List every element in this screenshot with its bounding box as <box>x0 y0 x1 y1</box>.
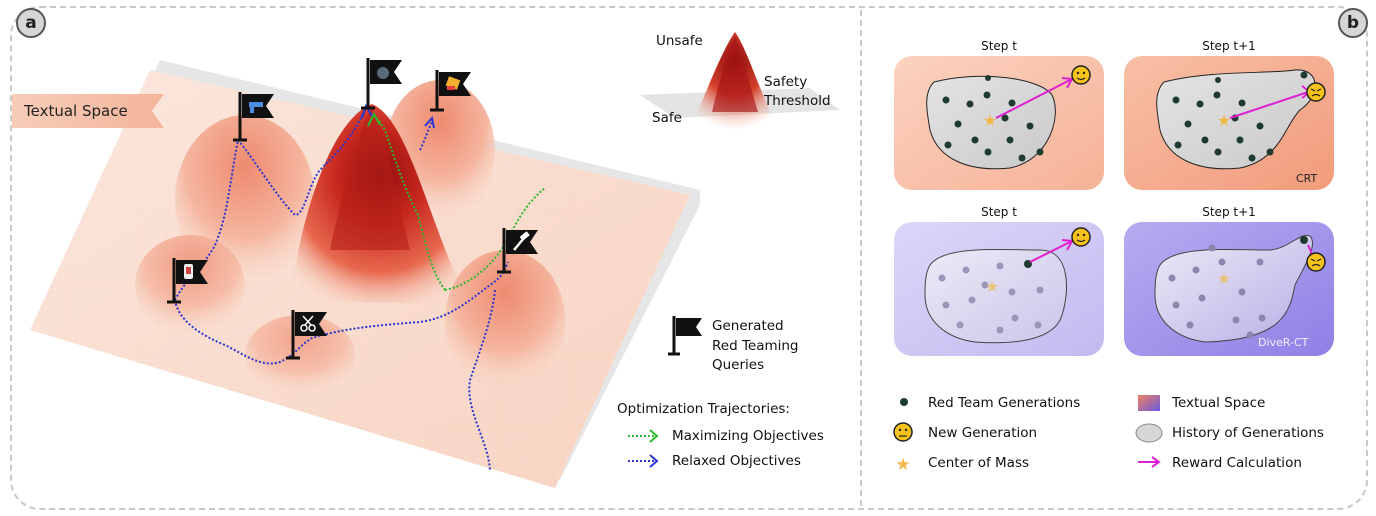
outer-frame <box>10 6 1368 510</box>
panel-a-badge: a <box>16 8 46 38</box>
card4-title: Step t+1 <box>1202 205 1256 219</box>
panel-b-badge: b <box>1338 8 1368 38</box>
flag-legend-line3: Queries <box>712 357 765 373</box>
panel-divider <box>860 10 862 506</box>
textual-space-tag-label: Textual Space <box>24 102 128 120</box>
legend-history-label: History of Generations <box>1172 425 1324 441</box>
legend-relaxed-arrow <box>628 454 659 468</box>
trajectory-legend-title: Optimization Trajectories: <box>617 401 790 417</box>
card3-title: Step t <box>981 205 1017 219</box>
flag-gun <box>233 92 274 142</box>
card2-tag: CRT <box>1296 172 1318 185</box>
legend-flag-icon <box>668 316 702 356</box>
legend-reward-label: Reward Calculation <box>1172 455 1302 471</box>
gun-icon <box>249 102 263 107</box>
inset-threshold-label-2: Threshold <box>764 93 831 109</box>
inset-threshold-label-1: Safety <box>764 74 808 90</box>
flag-bomb <box>361 58 402 110</box>
legend-red-team-label: Red Team Generations <box>928 395 1081 411</box>
flag-legend-line1: Generated <box>712 318 784 334</box>
scissors-icon <box>300 324 308 332</box>
legend-relaxed-label: Relaxed Objectives <box>672 453 801 469</box>
flag-scissors <box>286 310 327 360</box>
flag-lighter <box>430 70 471 112</box>
inset-unsafe-label: Unsafe <box>656 33 703 49</box>
bomb-icon <box>377 67 389 79</box>
flag-phone <box>167 258 208 304</box>
textual-space-terrain <box>30 32 840 488</box>
card2-title: Step t+1 <box>1202 39 1256 53</box>
card4-tag: DiveR-CT <box>1258 336 1309 349</box>
flag-hammer <box>497 228 538 274</box>
legend-maximizing-arrow <box>628 429 659 443</box>
textual-space-tag: Textual Space <box>12 94 164 128</box>
flag-legend-line2: Red Teaming <box>712 338 799 354</box>
card1-title: Step t <box>981 39 1017 53</box>
legend-textual-space-label: Textual Space <box>1172 395 1266 411</box>
legend-center-of-mass-label: Center of Mass <box>928 455 1030 471</box>
legend-new-generation-label: New Generation <box>928 425 1038 441</box>
peak-inset <box>640 32 840 130</box>
inset-safe-label: Safe <box>652 110 682 126</box>
legend-maximizing-label: Maximizing Objectives <box>672 428 824 444</box>
